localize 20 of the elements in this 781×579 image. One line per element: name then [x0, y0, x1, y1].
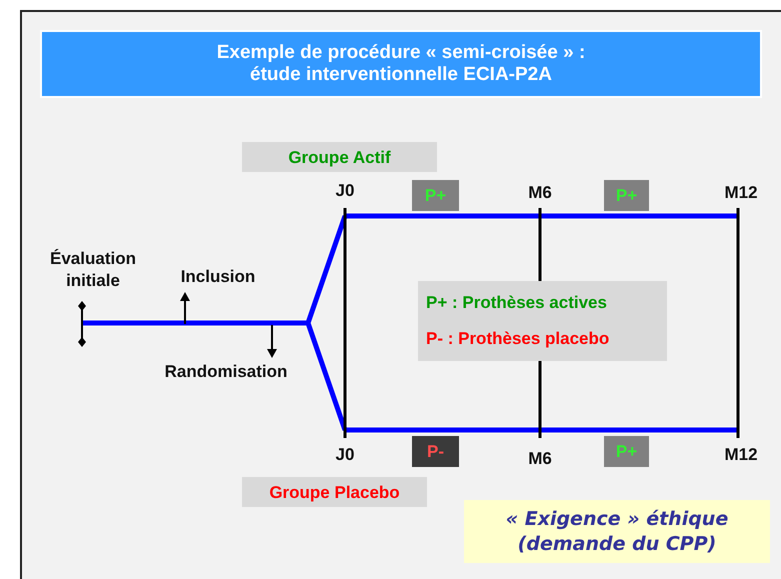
stage-label: Évaluation initiale: [49, 248, 137, 292]
time-point-label: M12: [723, 444, 759, 466]
stage-label: Randomisation: [164, 361, 288, 383]
title-banner: Exemple de procédure « semi-croisée » : étude interventionnelle ECIA-P2A: [40, 30, 762, 98]
key-box: [418, 281, 667, 361]
phase-box: P+: [412, 180, 459, 211]
phase-box: P+: [604, 436, 649, 467]
key-text: P- : Prothèses placebo: [426, 328, 610, 350]
time-point-label: J0: [334, 180, 356, 202]
group-label-box: Groupe Actif: [242, 142, 437, 172]
time-point-label: M6: [527, 448, 553, 470]
time-point-label: M12: [723, 182, 759, 204]
phase-box: P-: [412, 436, 459, 467]
time-point-label: M6: [527, 182, 553, 204]
note-box: « Exigence » éthique (demande du CPP): [464, 500, 770, 563]
key-text: P+ : Prothèses actives: [426, 292, 607, 314]
group-label-box: Groupe Placebo: [242, 477, 427, 507]
phase-box: P+: [604, 180, 649, 211]
stage-label: Inclusion: [180, 266, 256, 288]
time-point-label: J0: [334, 444, 356, 466]
